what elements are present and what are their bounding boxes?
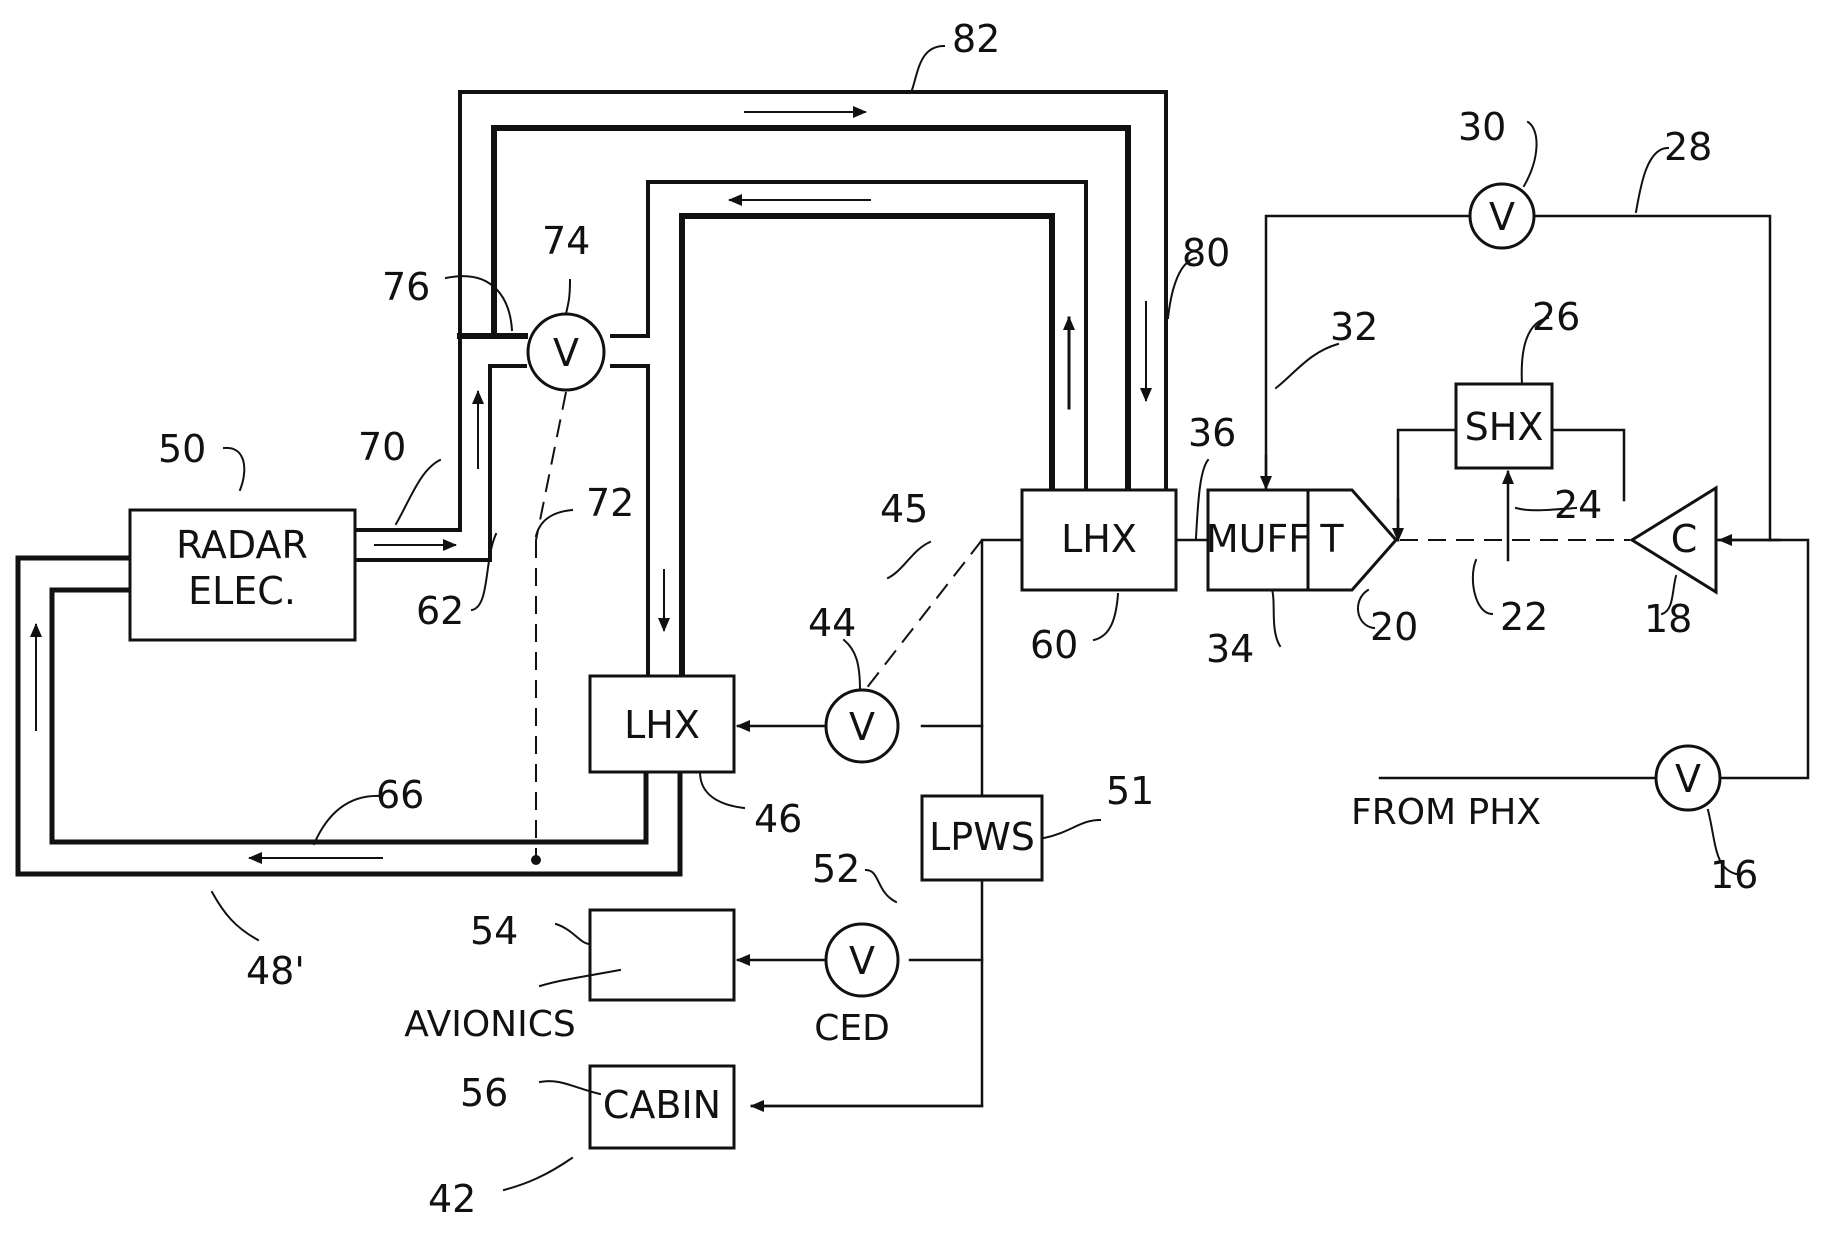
compressor: C xyxy=(1632,488,1716,592)
valve-30: V xyxy=(1470,184,1534,248)
ref-74: 74 xyxy=(542,219,590,263)
shx-label: SHX xyxy=(1465,405,1544,449)
ref-76: 76 xyxy=(382,265,430,309)
ref-82: 82 xyxy=(952,17,1000,61)
lhx-upper-label: LHX xyxy=(1061,517,1137,561)
lhx-lower-box: LHX xyxy=(590,676,734,772)
ref-72: 72 xyxy=(586,481,634,525)
cabin-box: CABIN xyxy=(590,1066,734,1148)
lpws-box: LPWS xyxy=(922,796,1042,880)
ref-56: 56 xyxy=(460,1071,508,1115)
ref-66: 66 xyxy=(376,773,424,817)
valve-44-label: V xyxy=(849,705,875,749)
ref-20: 20 xyxy=(1370,605,1418,649)
ref-46: 46 xyxy=(754,797,802,841)
valve-52: V xyxy=(826,924,898,996)
valve-52-label: V xyxy=(849,939,875,983)
ref-32: 32 xyxy=(1330,305,1378,349)
shx-box: SHX xyxy=(1456,384,1552,468)
ref-16: 16 xyxy=(1710,853,1758,897)
valve-74-label: V xyxy=(553,331,579,375)
radar-elec-label-1: RADAR xyxy=(176,523,308,567)
ref-70: 70 xyxy=(358,425,406,469)
ref-50: 50 xyxy=(158,427,206,471)
ref-45: 45 xyxy=(880,487,928,531)
ref-51: 51 xyxy=(1106,769,1154,813)
ref-54: 54 xyxy=(470,909,518,953)
lhx-upper-box: LHX xyxy=(1022,490,1176,590)
turbine-label: T xyxy=(1319,517,1344,561)
muff-turbine-assembly: MUFF T xyxy=(1206,490,1396,590)
ref-36: 36 xyxy=(1188,411,1236,455)
cabin-label: CABIN xyxy=(603,1083,721,1127)
radar-elec-label-2: ELEC. xyxy=(188,569,296,613)
ref-30: 30 xyxy=(1458,105,1506,149)
ref-42: 42 xyxy=(428,1177,476,1221)
from-phx-label: FROM PHX xyxy=(1351,792,1541,833)
ref-80: 80 xyxy=(1182,231,1230,275)
valve-30-label: V xyxy=(1489,195,1515,239)
compressor-label: C xyxy=(1671,517,1698,561)
ref-62: 62 xyxy=(416,589,464,633)
ref-34: 34 xyxy=(1206,627,1254,671)
ced-label: CED xyxy=(814,1008,890,1049)
valve-16: V xyxy=(1656,746,1720,810)
valve-74: V xyxy=(528,314,604,390)
ref-18: 18 xyxy=(1644,597,1692,641)
ref-52: 52 xyxy=(812,847,860,891)
ref-28: 28 xyxy=(1664,125,1712,169)
lpws-label: LPWS xyxy=(929,815,1035,859)
ref-22: 22 xyxy=(1500,595,1548,639)
ref-24: 24 xyxy=(1554,483,1602,527)
avionics-box xyxy=(590,910,734,1000)
lhx-lower-label: LHX xyxy=(624,703,700,747)
ref-48: 48' xyxy=(246,949,305,993)
ref-60: 60 xyxy=(1030,623,1078,667)
valve-16-label: V xyxy=(1675,757,1701,801)
valve-44: V xyxy=(826,690,898,762)
ref-26: 26 xyxy=(1532,295,1580,339)
avionics-label: AVIONICS xyxy=(404,1004,575,1045)
muff-label: MUFF xyxy=(1206,517,1310,561)
ref-44: 44 xyxy=(808,601,856,645)
radar-electronics-box: RADAR ELEC. xyxy=(130,510,355,640)
